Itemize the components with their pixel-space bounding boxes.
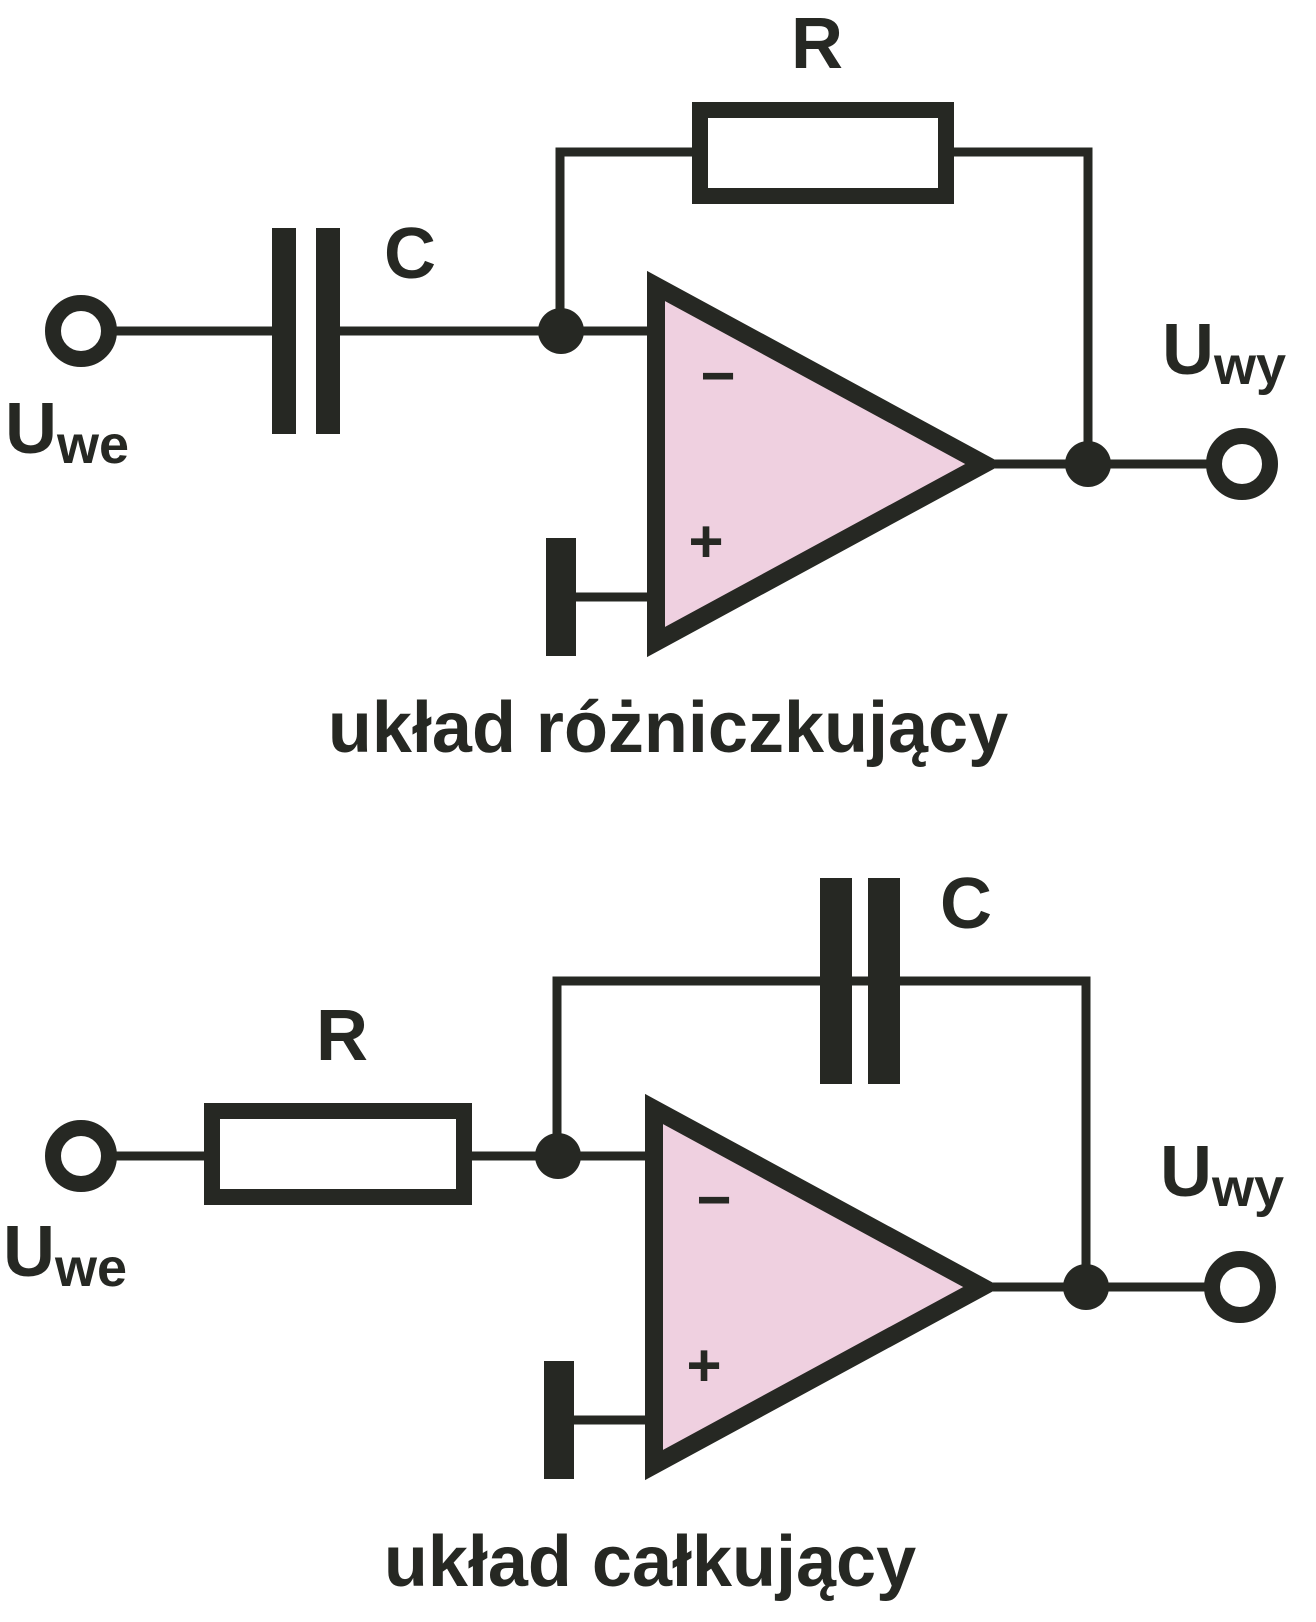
- differentiator-circuit: R C − + Uwe Uwy układ różniczkujący: [5, 4, 1286, 768]
- diff-feedback-resistor: [692, 102, 954, 204]
- int-capacitor-label: C: [940, 864, 992, 944]
- diff-capacitor-label: C: [384, 214, 436, 294]
- diff-ground-symbol: [546, 538, 576, 656]
- diff-opamp: [647, 270, 1003, 658]
- int-input-voltage-label: Uwe: [3, 1212, 127, 1298]
- diff-caption: układ różniczkujący: [328, 688, 1008, 768]
- int-ground-symbol: [544, 1361, 574, 1479]
- int-opamp: [645, 1093, 1001, 1481]
- diff-output-node: [1065, 441, 1111, 487]
- diff-minus-sign: −: [700, 342, 735, 409]
- int-output-terminal: [1204, 1251, 1276, 1323]
- diff-output-terminal: [1206, 428, 1278, 500]
- diff-input-voltage-label: Uwe: [5, 389, 129, 475]
- diff-input-capacitor: [272, 228, 340, 434]
- int-output-node: [1063, 1264, 1109, 1310]
- int-minus-sign: −: [696, 1166, 731, 1233]
- diff-plus-sign: +: [688, 508, 723, 575]
- int-input-node: [535, 1133, 581, 1179]
- int-resistor-label: R: [316, 996, 368, 1076]
- diff-input-node: [538, 308, 584, 354]
- diff-input-terminal: [45, 295, 117, 367]
- int-caption: układ całkujący: [384, 1522, 916, 1602]
- int-input-resistor: [204, 1103, 472, 1205]
- int-feedback-capacitor: [820, 878, 900, 1084]
- integrator-circuit: C R − + Uwe Uwy układ całkujący: [3, 864, 1284, 1602]
- diff-resistor-label: R: [791, 4, 843, 84]
- int-input-terminal: [45, 1120, 117, 1192]
- diff-output-voltage-label: Uwy: [1162, 310, 1286, 396]
- int-output-voltage-label: Uwy: [1160, 1132, 1284, 1218]
- int-plus-sign: +: [686, 1332, 721, 1399]
